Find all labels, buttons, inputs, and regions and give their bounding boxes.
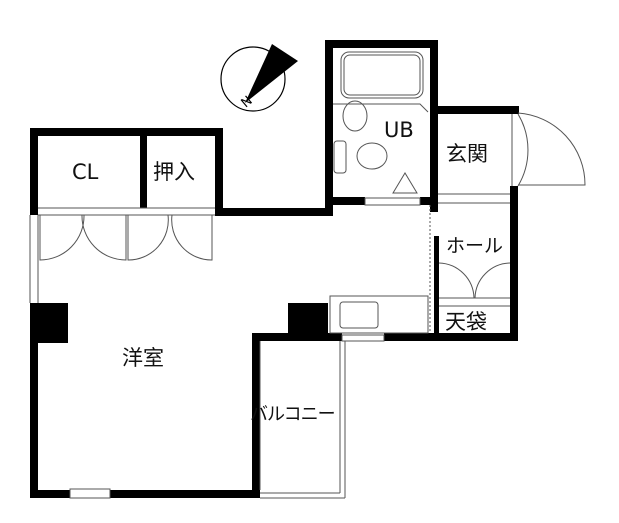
room-label-balcony: バルコニー	[250, 404, 336, 425]
room-label-western-room: 洋室	[122, 346, 164, 370]
walls	[30, 40, 519, 498]
room-label-closet: CL	[72, 160, 99, 184]
room-label-oshiire: 押入	[153, 160, 195, 184]
room-label-entrance: 玄関	[446, 142, 488, 166]
room-label-unit-bath: UB	[384, 118, 414, 142]
room-label-upper-storage: 天袋	[445, 310, 487, 334]
thin-lines	[29, 51, 586, 499]
room-label-hall: ホール	[446, 235, 504, 257]
compass-icon: N	[220, 44, 298, 112]
